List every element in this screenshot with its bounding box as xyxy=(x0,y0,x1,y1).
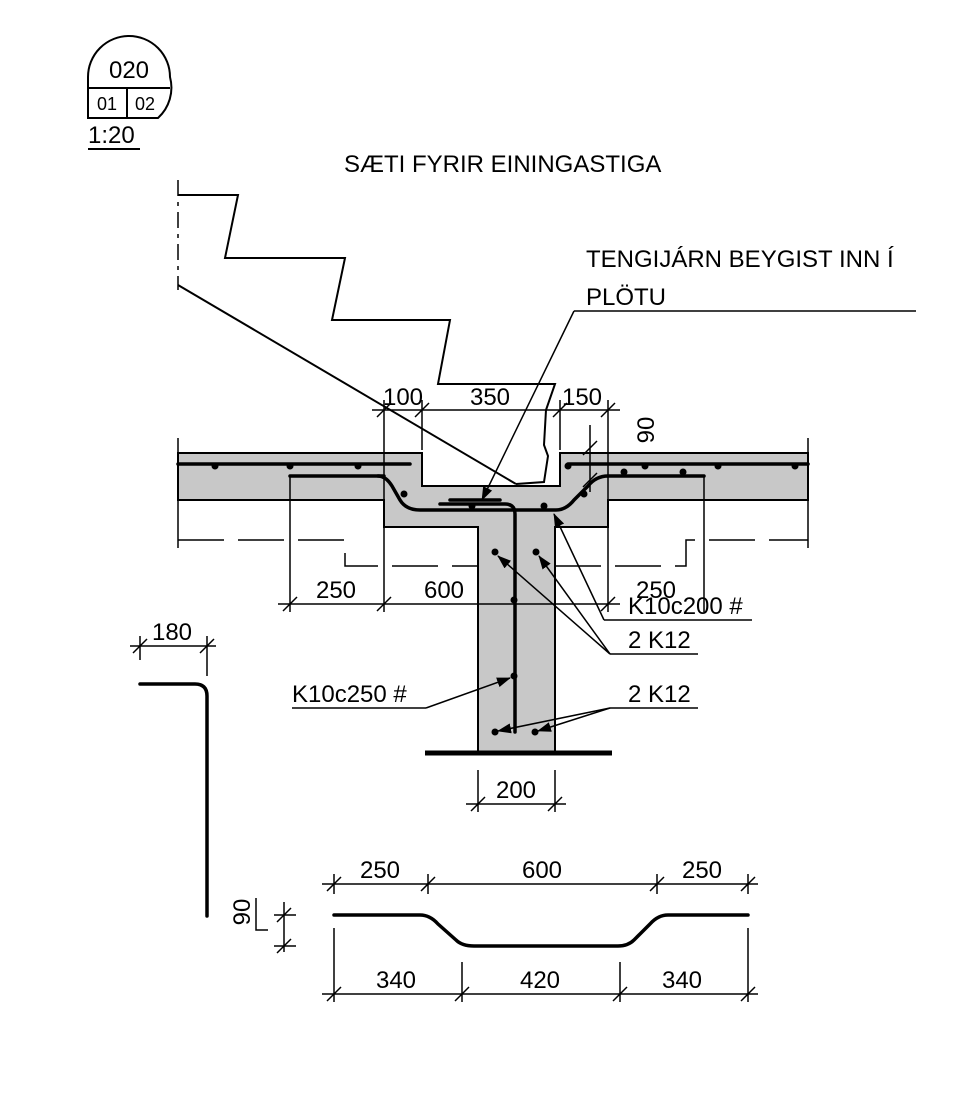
note-k12-top: 2 K12 xyxy=(628,627,691,654)
dim-flange-left: 250 xyxy=(316,577,356,604)
leader-k10c200 xyxy=(553,513,605,621)
dim-recess-width: 350 xyxy=(470,384,510,411)
note-k10c250: K10c250 # xyxy=(292,681,407,708)
hidden-line-left xyxy=(178,539,478,567)
dim-bent-top-left: 250 xyxy=(360,857,400,884)
detail-sheet-left: 01 xyxy=(97,94,117,114)
column-stirrup-hook xyxy=(438,502,517,734)
dim-flange-right: 250 xyxy=(636,577,676,604)
detail-number: 020 xyxy=(109,57,149,84)
detail-scale: 1:20 xyxy=(88,122,135,149)
dim-bent-bottom-left: 340 xyxy=(376,967,416,994)
stair-soffit xyxy=(177,284,517,485)
hook-bar-schedule: 180 xyxy=(130,619,216,918)
dim-beam-width: 600 xyxy=(424,577,464,604)
bent-bar-in-place xyxy=(376,474,610,512)
column-dimension: 200 xyxy=(466,770,566,812)
note-k12-bottom: 2 K12 xyxy=(628,681,691,708)
note-tengijarn-line2: PLÖTU xyxy=(586,284,666,311)
dim-recess-right: 150 xyxy=(562,384,602,411)
dim-column-width: 200 xyxy=(496,777,536,804)
leader-k10c250 xyxy=(425,677,511,709)
dim-bent-bottom-mid: 420 xyxy=(520,967,560,994)
stair-unit xyxy=(177,180,557,485)
detail-tag: 020 01 02 1:20 xyxy=(87,35,173,150)
dim-recess-depth: 90 xyxy=(633,417,660,444)
dim-recess-left: 100 xyxy=(383,384,423,411)
annotations: TENGIJÁRN BEYGIST INN Í PLÖTU K10c200 # … xyxy=(292,246,916,734)
slab-dimensions: 250 600 250 xyxy=(278,476,705,612)
detail-sheet-right: 02 xyxy=(135,94,155,114)
dim-bent-bottom-right: 340 xyxy=(662,967,702,994)
dim-hook-length: 180 xyxy=(152,619,192,646)
recess-dimensions: 100 350 150 90 xyxy=(372,384,660,500)
dim-bent-offset: 90 xyxy=(229,899,256,926)
hook-bar-shape xyxy=(138,682,209,918)
rebar-dots xyxy=(211,462,799,736)
leader-k12-top-a xyxy=(497,555,611,655)
bent-bar-schedule: 250 600 250 340 420 340 90 xyxy=(229,857,758,1002)
note-tengijarn-line1: TENGIJÁRN BEYGIST INN Í xyxy=(586,246,894,273)
dim-bent-top-right: 250 xyxy=(682,857,722,884)
leader-tengijarn xyxy=(481,310,575,501)
drawing-title: SÆTI FYRIR EININGASTIGA xyxy=(344,151,661,178)
bent-offset-leader xyxy=(255,898,268,931)
leader-k12-top-b xyxy=(538,555,611,655)
leader-k12-bottom-b xyxy=(537,707,611,732)
hidden-line-right xyxy=(555,539,808,567)
leader-k12-bottom-a xyxy=(497,707,611,734)
bent-bar-shape xyxy=(332,913,750,948)
dim-bent-top-mid: 600 xyxy=(522,857,562,884)
detail-tag-outline xyxy=(87,35,173,119)
stair-profile xyxy=(178,194,557,485)
note-k10c200: K10c200 # xyxy=(628,593,743,620)
